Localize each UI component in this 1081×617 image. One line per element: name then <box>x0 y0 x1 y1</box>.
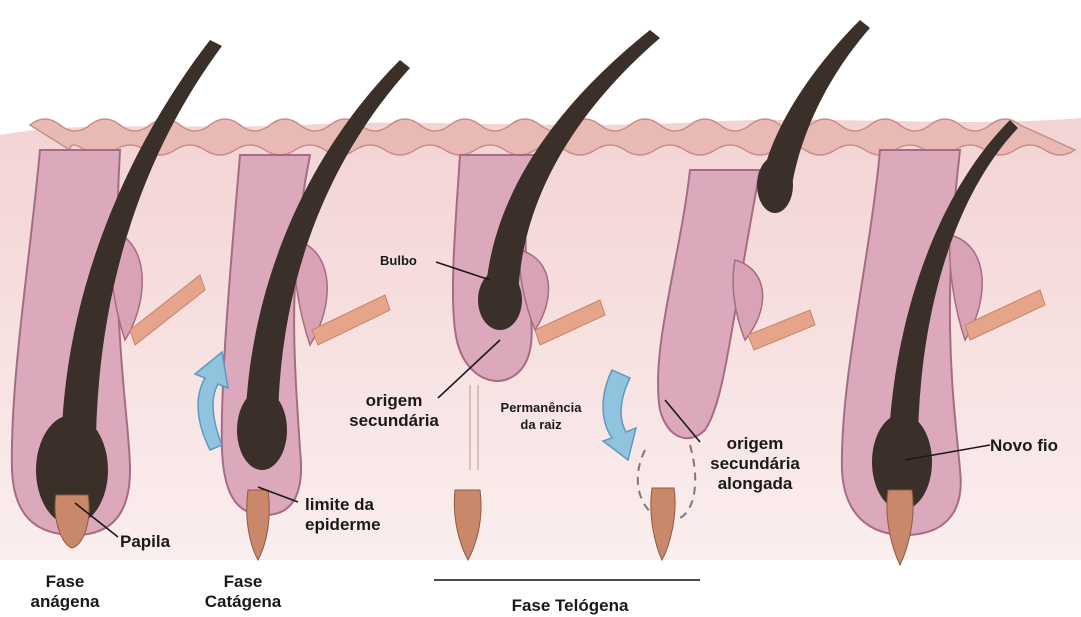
label-origem-secundaria: origem secundária <box>339 391 449 431</box>
label-limite-epiderme: limite da epiderme <box>305 495 381 535</box>
label-papila: Papila <box>120 532 170 552</box>
label-bulbo: Bulbo <box>380 252 417 269</box>
phase-catagena: Fase Catágena <box>193 572 293 612</box>
label-permanencia-raiz: Permanência da raiz <box>486 399 596 433</box>
phase-telogena: Fase Telógena <box>470 596 670 616</box>
label-origem-secundaria-alongada: origem secundária alongada <box>700 434 810 494</box>
label-novo-fio: Novo fio <box>990 436 1058 456</box>
phase-anagena: Fase anágena <box>15 572 115 612</box>
